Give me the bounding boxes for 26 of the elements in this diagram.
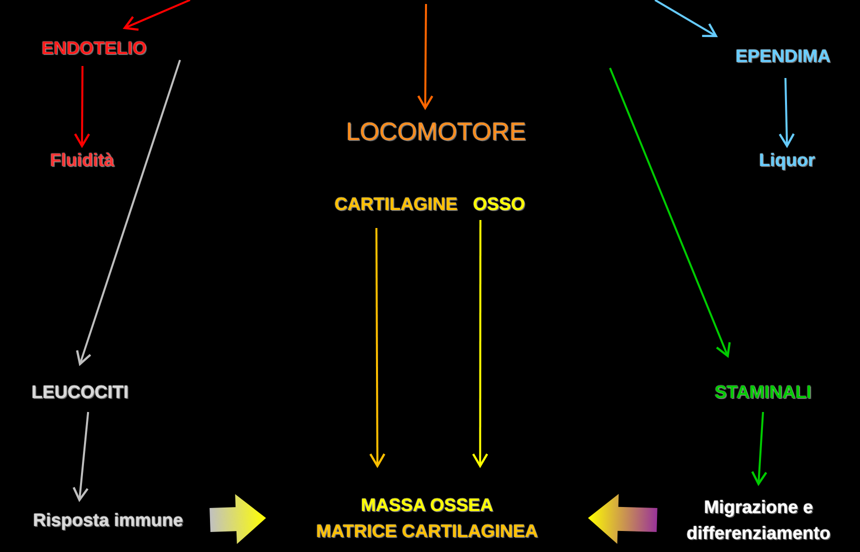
arrow [417, 4, 434, 110]
arrow [76, 60, 181, 366]
node-label: Risposta immune [32, 508, 184, 532]
arrow [74, 66, 90, 148]
arrow [369, 228, 386, 468]
arrow [72, 412, 90, 502]
node-label: EPENDIMA [735, 44, 830, 68]
node-label: OSSO [472, 192, 525, 216]
arrow [124, 0, 190, 31]
node-label: ENDOTELIO [41, 36, 146, 60]
node-label: LOCOMOTORE [346, 117, 526, 148]
outcome-label: MASSA OSSEA [360, 494, 494, 517]
arrow [654, 0, 718, 38]
outcome-label: MATRICE CARTILAGINEA [316, 520, 538, 543]
arrow [778, 78, 795, 148]
node-label: CARTILAGINE [334, 192, 458, 216]
node-label: Liquor [759, 148, 815, 172]
node-label: Migrazione e differenziamento [685, 496, 832, 545]
arrow [751, 412, 768, 486]
node-label: LEUCOCITI [32, 380, 128, 404]
arrow [609, 68, 731, 358]
node-label: Fluidità [50, 148, 114, 172]
arrow [472, 220, 488, 468]
block-arrow [588, 494, 658, 544]
node-label: STAMINALI [714, 380, 812, 404]
block-arrow [210, 494, 266, 544]
